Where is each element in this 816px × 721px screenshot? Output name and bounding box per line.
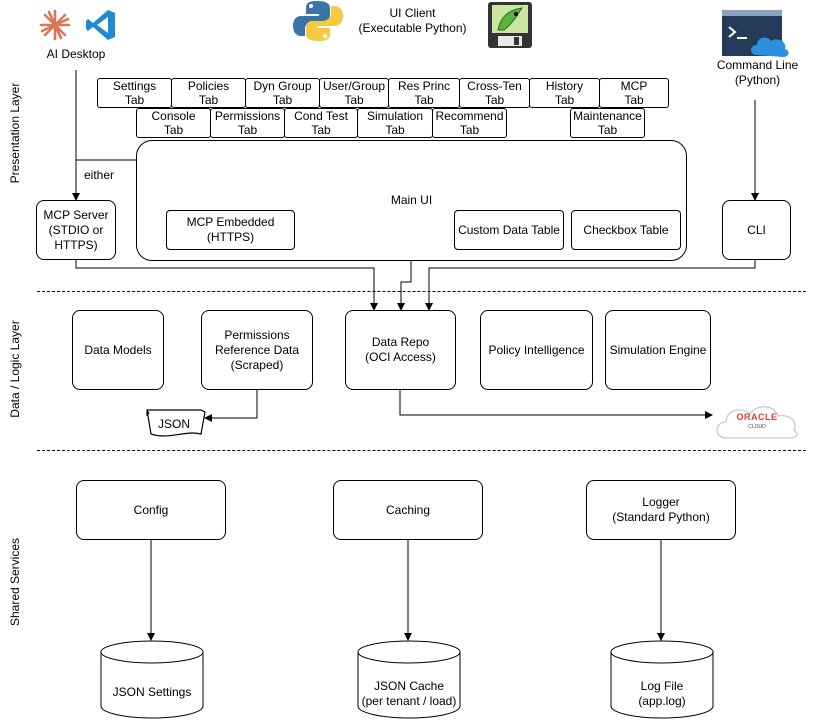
edge-mcp-server-data-repo	[75, 260, 378, 311]
logger-box: Logger (Standard Python)	[586, 480, 736, 540]
mcp-server-box: MCP Server (STDIO or HTTPS)	[36, 200, 116, 260]
oracle-cloud-icon	[716, 406, 798, 439]
tab-permissions[interactable]: Permissions Tab	[210, 108, 285, 138]
simulation-engine-box: Simulation Engine	[605, 310, 711, 390]
config-box: Config	[76, 480, 226, 540]
json-settings-label: JSON Settings	[112, 685, 192, 699]
claude-icon	[39, 9, 71, 41]
oracle-cloud-text: CLOUD	[748, 424, 766, 430]
tkinter-feather-icon	[488, 2, 532, 48]
policy-intelligence-box: Policy Intelligence	[480, 310, 593, 390]
edge-main-ui-data-repo	[397, 261, 412, 311]
tab-mcp[interactable]: MCP Tab	[599, 78, 669, 108]
edge-cli-data-repo	[425, 260, 756, 311]
custom-data-table-box: Custom Data Table	[454, 210, 564, 250]
layer-divider	[37, 450, 806, 451]
command-line-label: Command Line (Python)	[716, 58, 799, 87]
python-icon	[293, 1, 343, 41]
tab-policies[interactable]: Policies Tab	[171, 78, 246, 108]
json-doc-label: JSON	[157, 417, 190, 431]
tab-recommend[interactable]: Recommend Tab	[432, 108, 507, 138]
log-file-label: Log File (app.log)	[638, 679, 686, 708]
tab-dyn-group[interactable]: Dyn Group Tab	[245, 78, 320, 108]
json-settings-cylinder	[100, 640, 204, 719]
log-file-cylinder	[610, 640, 714, 719]
json-document-icon	[146, 409, 206, 437]
shared-services-layer-label: Shared Services	[8, 537, 22, 627]
checkbox-table-box: Checkbox Table	[571, 210, 681, 250]
ui-client-label: UI Client (Executable Python)	[358, 6, 467, 35]
tab-cross-ten[interactable]: Cross-Ten Tab	[459, 78, 530, 108]
data-models-box: Data Models	[72, 310, 164, 390]
json-cache-cylinder	[357, 640, 461, 719]
edge-permissions-json	[204, 390, 258, 422]
layer-divider	[37, 291, 806, 292]
tab-cond-test[interactable]: Cond Test Tab	[284, 108, 358, 138]
tab-console[interactable]: Console Tab	[136, 108, 211, 138]
mcp-embedded-box: MCP Embedded (HTTPS)	[166, 210, 295, 250]
tab-maintenance[interactable]: Maintenance Tab	[570, 108, 645, 138]
tab-res-princ[interactable]: Res Princ Tab	[388, 78, 460, 108]
tab-user-group[interactable]: User/Group Tab	[319, 78, 389, 108]
presentation-layer-label: Presentation Layer	[8, 82, 22, 184]
terminal-cloud-icon	[722, 10, 789, 57]
json-cache-label: JSON Cache (per tenant / load)	[361, 679, 457, 708]
data-repo-box: Data Repo (OCI Access)	[345, 310, 456, 390]
tab-history[interactable]: History Tab	[529, 78, 600, 108]
oracle-brand-text: ORACLE	[736, 412, 778, 422]
tab-simulation[interactable]: Simulation Tab	[357, 108, 433, 138]
vscode-icon	[86, 10, 115, 40]
cli-box: CLI	[722, 200, 791, 260]
either-label: either	[84, 168, 115, 182]
main-ui-label: Main UI	[390, 193, 433, 207]
tab-settings[interactable]: Settings Tab	[97, 78, 172, 108]
data-logic-layer-label: Data / Logic Layer	[8, 320, 22, 418]
permissions-reference-box: Permissions Reference Data (Scraped)	[201, 310, 313, 390]
edge-data-repo-oracle	[399, 390, 713, 419]
ai-desktop-label: AI Desktop	[46, 47, 106, 61]
caching-box: Caching	[333, 480, 483, 540]
